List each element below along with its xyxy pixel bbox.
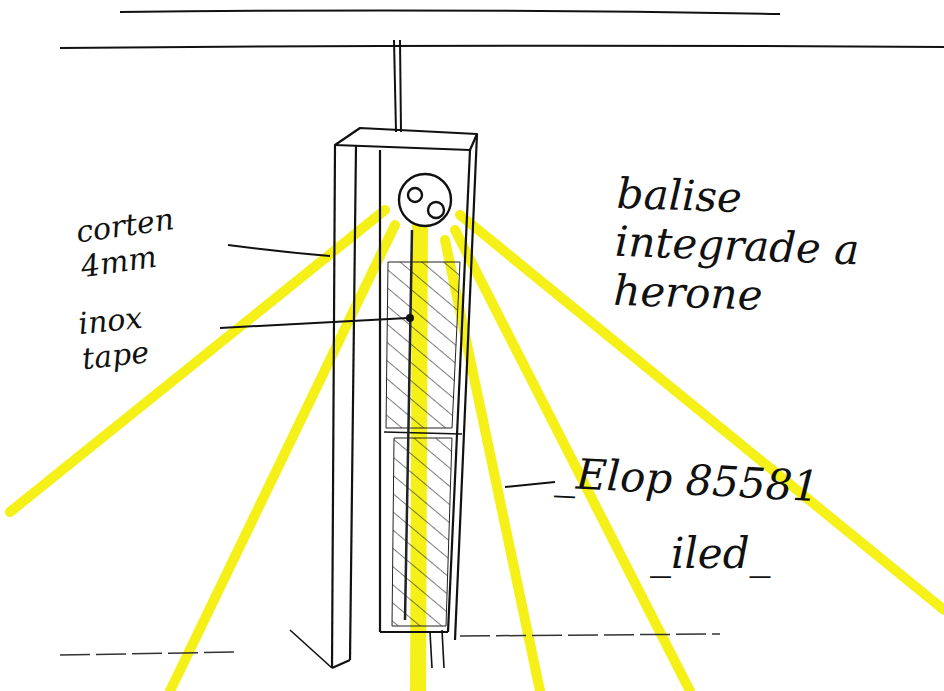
note-text: _iled_	[650, 530, 850, 578]
lamp-head	[399, 174, 451, 226]
ceiling-lines	[60, 10, 944, 48]
hanging-rod	[394, 40, 401, 132]
ground-lines	[60, 634, 720, 655]
glass-panels	[386, 230, 460, 626]
note-text: _Elop 85581	[554, 449, 886, 515]
leader-lines	[220, 245, 555, 487]
light-rays	[10, 210, 944, 691]
note-text: balise integrade a herone	[613, 170, 918, 325]
material-callout: corten 4mm	[74, 195, 232, 284]
leader-dot	[406, 314, 414, 322]
material-callout: inox tape	[77, 293, 223, 376]
bollard-body	[290, 128, 477, 668]
